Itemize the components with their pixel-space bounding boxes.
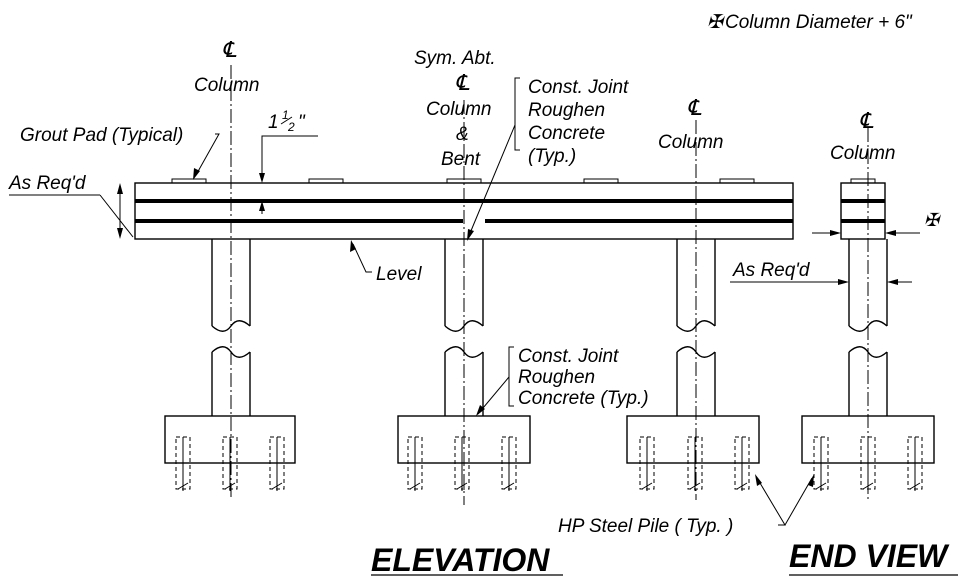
const-joint-top-1: Const. Joint — [528, 77, 629, 98]
end-view — [730, 128, 935, 500]
centerline-symbol: ℄ — [222, 37, 237, 62]
as-reqd-left-label: As Req'd — [8, 173, 87, 194]
piles-elevation — [175, 436, 750, 491]
bent-label: Bent — [441, 149, 481, 170]
grout-pad — [171, 178, 207, 184]
column-1-label: Column — [194, 75, 259, 96]
const-joint-top-4: (Typ.) — [528, 146, 576, 167]
elevation-title: ELEVATION — [371, 542, 550, 578]
grout-pad — [719, 178, 755, 184]
dim-whole: 1 — [268, 112, 279, 133]
grout-pad — [583, 178, 619, 184]
legend-text: Column Diameter + 6" — [725, 12, 913, 33]
grout-pad — [308, 178, 344, 184]
centerline-symbol: ℄ — [455, 70, 470, 95]
column-3-label: Column — [658, 132, 723, 153]
sym-abt-label: Sym. Abt. — [414, 48, 496, 69]
legend-symbol: ✠ — [707, 12, 725, 33]
hp-pile-label: HP Steel Pile ( Typ. ) — [558, 516, 733, 537]
column-2 — [444, 239, 484, 416]
level-label: Level — [376, 264, 422, 285]
end-view-mark: ✠ — [924, 210, 941, 230]
centerline-symbol: ℄ — [859, 108, 874, 133]
grout-pad-label: Grout Pad (Typical) — [20, 125, 183, 146]
const-joint-top-2: Roughen — [528, 100, 605, 121]
const-joint-bottom-3: Concrete (Typ.) — [518, 388, 649, 409]
dim-unit: " — [298, 112, 306, 133]
and-label: & — [456, 124, 469, 145]
end-view-title: END VIEW — [789, 538, 950, 574]
dim-num: 1 — [282, 108, 289, 122]
footing-3 — [626, 415, 760, 464]
const-joint-bottom-1: Const. Joint — [518, 346, 619, 367]
centerline-symbol: ℄ — [687, 95, 702, 120]
column-end-label: Column — [830, 143, 895, 164]
const-joint-bottom-2: Roughen — [518, 367, 595, 388]
const-joint-top-3: Concrete — [528, 123, 605, 144]
dim-den: 2 — [287, 120, 295, 134]
as-reqd-right-label: As Req'd — [732, 260, 811, 281]
column-2-label: Column — [426, 99, 491, 120]
